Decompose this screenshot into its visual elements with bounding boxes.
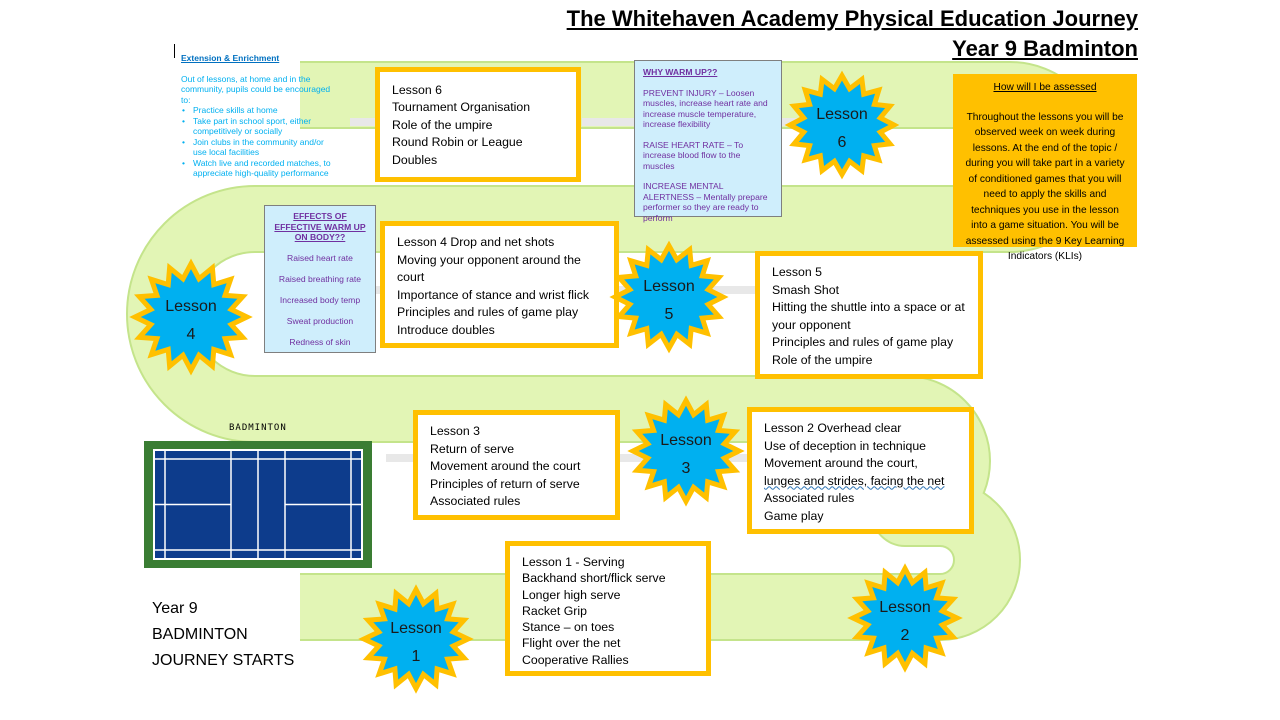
lesson-line: Flight over the net: [522, 636, 621, 651]
lesson-line: Stance – on toes: [522, 620, 615, 635]
lesson-line: Lesson 2 Overhead clear: [764, 421, 902, 435]
lesson-line: Round Robin or League: [392, 135, 523, 150]
lesson-line: Use of deception in technique: [764, 438, 927, 453]
badminton-court-image: [144, 441, 372, 568]
lesson-line: Longer high serve: [522, 587, 621, 602]
lesson-1-box: Lesson 1 - Serving Backhand short/flick …: [505, 541, 711, 676]
lesson-3-star-icon: Lesson 3: [627, 395, 745, 507]
lesson-line: court: [397, 270, 425, 285]
assessment-box: How will I be assessed Throughout the le…: [953, 74, 1137, 262]
lesson-3-box: Lesson 3 Return of serve Movement around…: [413, 410, 620, 520]
lesson-2-star-number: 2: [901, 627, 910, 644]
lesson-line: Racket Grip: [522, 603, 587, 618]
lesson-4-star-icon: Lesson 4: [129, 258, 253, 376]
lesson-line: Movement around the court: [430, 459, 581, 473]
lesson-line: Lesson 3: [430, 424, 480, 438]
extension-list: Practice skills at home Take part in sch…: [181, 105, 331, 179]
lesson-line: Doubles: [392, 152, 438, 167]
lesson-2-star-word: Lesson: [879, 599, 931, 616]
lesson-6-star-number: 6: [838, 134, 847, 151]
text-cursor: [174, 44, 175, 58]
start-line: BADMINTON: [152, 626, 248, 643]
lesson-line: Lesson 6: [392, 83, 442, 97]
lesson-5-star-number: 5: [665, 306, 674, 323]
effects-item: Increased body temp: [279, 294, 361, 305]
lesson-line: Smash Shot: [772, 282, 839, 297]
extension-intro: Out of lessons, at home and in the commu…: [181, 73, 331, 105]
start-line: JOURNEY STARTS: [152, 652, 295, 669]
assessment-heading: How will I be assessed: [993, 82, 1097, 93]
lesson-line: lunges and strides, facing the net: [764, 473, 945, 488]
extension-panel: Extension & Enrichment Out of lessons, a…: [181, 53, 331, 179]
lesson-line: Hitting the shuttle into a space or at: [772, 300, 965, 315]
lesson-line: Associated rules: [764, 491, 855, 505]
effects-item: Redness of skin: [289, 336, 351, 347]
lesson-3-star-number: 3: [682, 460, 691, 477]
lesson-4-box: Lesson 4 Drop and net shots Moving your …: [380, 221, 619, 348]
page-subtitle: Year 9 Badminton: [952, 36, 1138, 61]
effects-item: Raised heart rate: [287, 252, 353, 263]
lesson-4-star-number: 4: [187, 326, 196, 343]
extension-heading: Extension & Enrichment: [181, 53, 280, 63]
effects-item: Sweat production: [286, 315, 354, 326]
lesson-line: Principles and rules of game play: [772, 335, 954, 350]
lesson-line: Tournament Organisation: [392, 100, 531, 115]
warm-up-paragraph: PREVENT INJURY – Loosen muscles, increas…: [643, 87, 768, 130]
lesson-1-star-icon: Lesson 1: [358, 584, 474, 694]
lesson-line: Introduce doubles: [397, 322, 495, 337]
warm-up-heading: WHY WARM UP??: [643, 67, 718, 77]
lesson-1-star-number: 1: [412, 648, 421, 665]
lesson-line: Principles of return of serve: [430, 476, 580, 491]
lesson-4-star-word: Lesson: [165, 298, 217, 315]
lesson-3-star-word: Lesson: [660, 432, 712, 449]
lesson-line: Lesson 1 - Serving: [522, 555, 625, 569]
lesson-line: Role of the umpire: [772, 352, 873, 367]
lesson-6-star-word: Lesson: [816, 106, 868, 123]
effects-heading: EFFECTS OF EFFECTIVE WARM UP ON BODY??: [274, 211, 366, 242]
lesson-line: Return of serve: [430, 441, 515, 456]
lesson-6-star-icon: Lesson 6: [784, 70, 900, 180]
extension-item: Watch live and recorded matches, to appr…: [182, 158, 331, 179]
lesson-line: Game play: [764, 508, 824, 523]
lesson-line: your opponent: [772, 317, 851, 332]
lesson-1-star-word: Lesson: [390, 620, 442, 637]
lesson-line: Principles and rules of game play: [397, 305, 579, 320]
lesson-5-box: Lesson 5 Smash Shot Hitting the shuttle …: [755, 251, 983, 379]
lesson-2-star-icon: Lesson 2: [847, 563, 963, 673]
assessment-body: Throughout the lessons you will be obser…: [965, 111, 1125, 263]
start-line: Year 9: [152, 600, 198, 617]
lesson-6-box: Lesson 6 Tournament Organisation Role of…: [375, 67, 581, 182]
warm-up-info-box: WHY WARM UP?? PREVENT INJURY – Loosen mu…: [634, 60, 782, 223]
extension-item: Practice skills at home: [182, 105, 331, 116]
lesson-line: Moving your opponent around the: [397, 252, 581, 267]
lesson-line: Lesson 5: [772, 265, 822, 279]
lesson-2-box: Lesson 2 Overhead clear Use of deception…: [747, 407, 974, 534]
court-label: BADMINTON: [229, 423, 287, 433]
extension-item: Join clubs in the community and/or use l…: [182, 137, 331, 158]
lesson-5-star-icon: Lesson 5: [609, 240, 729, 354]
page-title: The Whitehaven Academy Physical Educatio…: [566, 6, 1138, 31]
effects-item: Raised breathing rate: [278, 273, 362, 284]
lesson-line: Role of the umpire: [392, 117, 493, 132]
lesson-line: Associated rules: [430, 494, 521, 508]
lesson-line: Importance of stance and wrist flick: [397, 287, 590, 302]
extension-item: Take part in school sport, either compet…: [182, 116, 331, 137]
lesson-line: Cooperative Rallies: [522, 652, 629, 667]
warm-up-paragraph: INCREASE MENTAL ALERTNESS – Mentally pre…: [643, 181, 768, 223]
warm-up-paragraph: RAISE HEART RATE – To increase blood flo…: [643, 139, 744, 171]
lesson-5-star-word: Lesson: [643, 278, 695, 295]
lesson-line: Backhand short/flick serve: [522, 571, 666, 586]
lesson-line: Movement around the court,: [764, 456, 918, 470]
journey-start-text: Year 9 BADMINTON JOURNEY STARTS: [152, 596, 294, 674]
effects-info-box: EFFECTS OF EFFECTIVE WARM UP ON BODY?? R…: [264, 205, 376, 353]
lesson-line: Lesson 4 Drop and net shots: [397, 235, 555, 249]
